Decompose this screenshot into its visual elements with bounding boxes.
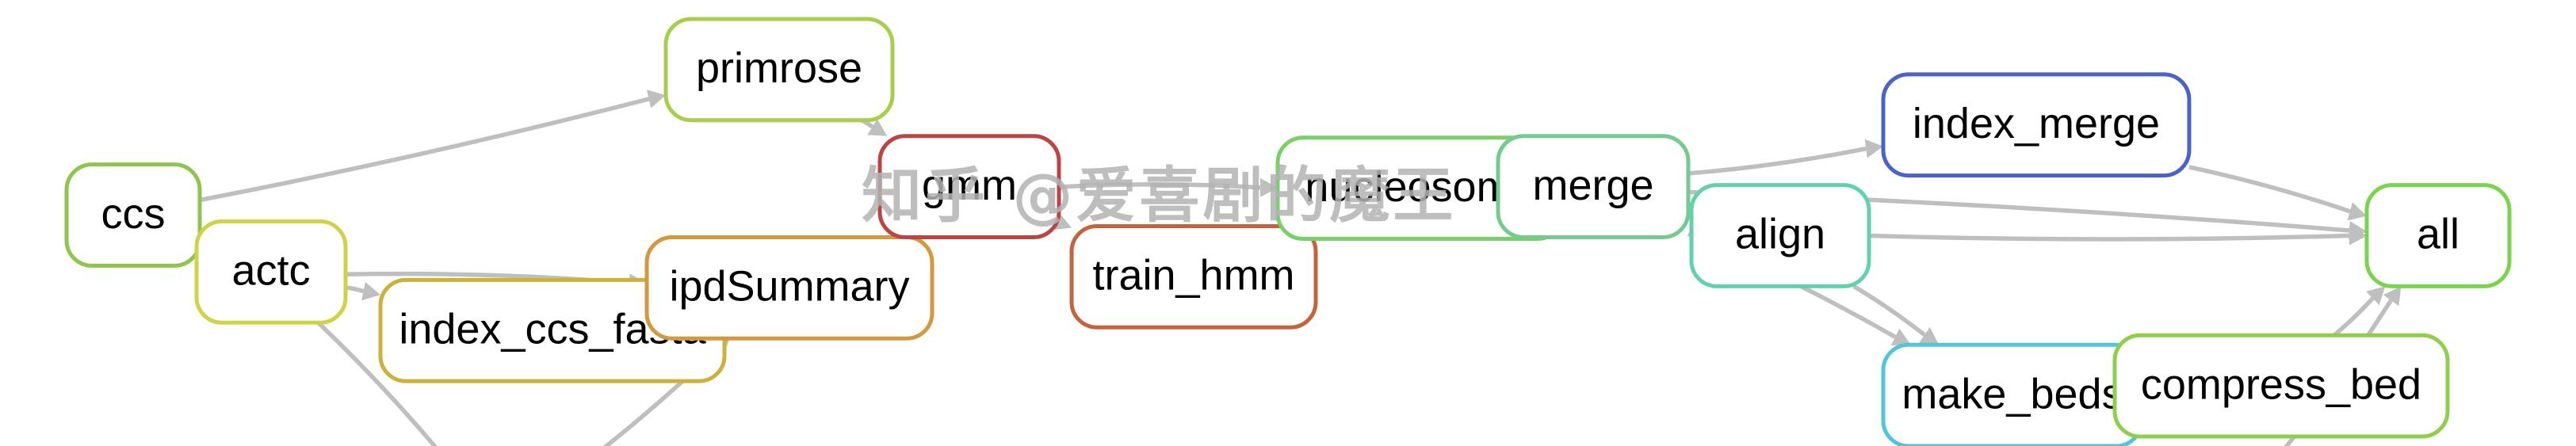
- arrowhead-actc-to-index_ccs_fasta: [361, 281, 380, 301]
- nodes-layer: ccsactcprimroseindex_ccs_fastaindexipdSu…: [67, 19, 2509, 446]
- node-label-merge: merge: [1532, 162, 1653, 209]
- node-box-merge[interactable]: [1498, 136, 1688, 238]
- edge-index_merge-to-all: [2189, 167, 2350, 212]
- edge-actc-to-index_ccs_fasta: [346, 288, 363, 292]
- arrowhead-align-to-make_beds: [1919, 326, 1940, 345]
- node-box-all[interactable]: [2367, 185, 2509, 287]
- arrowhead-primrose-to-gmm: [867, 118, 888, 136]
- edge-compress_bed-to-all: [2334, 299, 2373, 336]
- node-label-align: align: [1735, 211, 1825, 258]
- node-box-align[interactable]: [1691, 185, 1869, 287]
- node-label-compress_bed: compress_bed: [2141, 360, 2421, 408]
- node-compress_bed[interactable]: compress_bed: [2115, 335, 2448, 436]
- node-label-ccs: ccs: [101, 190, 166, 238]
- node-box-gmm[interactable]: [880, 136, 1059, 238]
- arrowhead-index_merge-to-all: [2347, 202, 2367, 221]
- node-train_hmm[interactable]: train_hmm: [1072, 226, 1316, 327]
- node-label-ipdSummary: ipdSummary: [669, 263, 909, 311]
- node-make_beds[interactable]: make_beds: [1883, 345, 2142, 446]
- node-primrose[interactable]: primrose: [666, 19, 892, 120]
- arrowhead-bigbed-to-all: [2383, 286, 2402, 307]
- node-align[interactable]: align: [1691, 185, 1869, 287]
- arrowhead-align-to-all: [2349, 226, 2367, 246]
- node-box-compress_bed[interactable]: [2115, 335, 2448, 436]
- node-all[interactable]: all: [2367, 185, 2509, 287]
- edge-align-to-all: [1869, 235, 2349, 238]
- node-label-gmm: gmm: [922, 162, 1017, 209]
- node-box-actc[interactable]: [197, 222, 346, 323]
- node-label-index_merge: index_merge: [1913, 100, 2160, 147]
- arrowhead-merge-to-index_merge: [1864, 139, 1883, 158]
- edge-ccs-to-primrose: [200, 99, 649, 200]
- node-label-make_beds: make_beds: [1901, 370, 2123, 417]
- node-index_merge[interactable]: index_merge: [1883, 74, 2189, 176]
- node-ipdSummary[interactable]: ipdSummary: [647, 237, 932, 338]
- arrowhead-compress_bed-to-all: [2366, 286, 2386, 306]
- edge-merge-to-index_merge: [1688, 149, 1866, 173]
- node-box-train_hmm[interactable]: [1072, 226, 1316, 327]
- edge-gmm-to-nucleosome: [1059, 185, 1260, 188]
- node-label-train_hmm: train_hmm: [1092, 252, 1294, 299]
- node-label-actc: actc: [231, 247, 310, 295]
- node-box-ipdSummary[interactable]: [647, 237, 932, 338]
- arrowhead-ccs-to-primrose: [646, 90, 666, 109]
- node-label-all: all: [2417, 211, 2459, 258]
- node-gmm[interactable]: gmm: [880, 136, 1059, 238]
- edge-align-to-make_beds: [1854, 286, 1924, 334]
- edge-actc-to-index: [318, 322, 449, 446]
- node-box-index_merge[interactable]: [1883, 74, 2189, 176]
- node-label-primrose: primrose: [696, 44, 862, 92]
- arrowhead-merge-to-make_beds: [1890, 328, 1911, 346]
- node-box-ccs[interactable]: [67, 165, 200, 266]
- node-ccs[interactable]: ccs: [67, 165, 200, 266]
- arrowhead-gmm-to-nucleosome: [1259, 177, 1278, 197]
- node-merge[interactable]: merge: [1498, 136, 1688, 238]
- node-actc[interactable]: actc: [197, 222, 346, 323]
- node-box-primrose[interactable]: [666, 19, 892, 120]
